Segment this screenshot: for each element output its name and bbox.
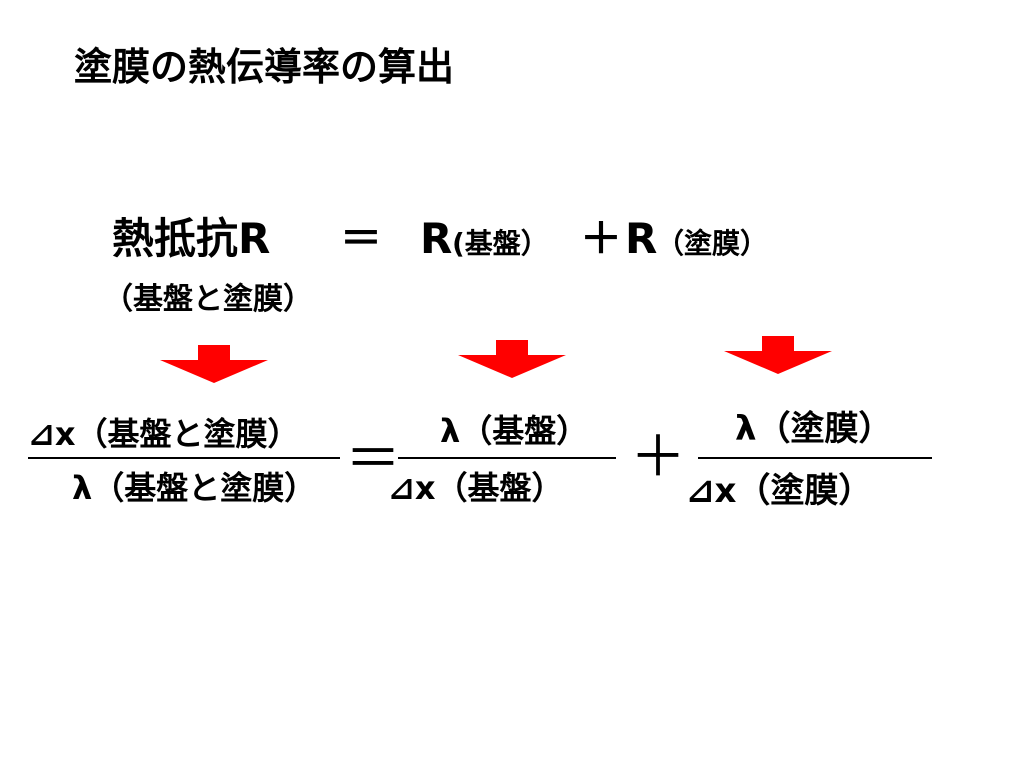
equation-r-substrate-paren: (基盤） [452,227,549,260]
down-arrow-icon [160,345,268,383]
equation-plus: ＋ [580,214,623,263]
equation-r-coating: R [625,214,658,263]
arrow-shape [160,345,268,383]
fraction-equals: ＝ [345,427,401,492]
fraction-right-line [698,457,932,459]
fraction-right-denominator: ⊿x（塗膜） [686,471,873,511]
fraction-plus: ＋ [630,425,686,490]
arrow-shape [724,336,832,374]
arrow-shape [458,340,566,378]
equation-lhs: 熱抵抗R [112,214,271,263]
equation-lhs-sub: （基盤と塗膜） [103,282,313,317]
slide-title: 塗膜の熱伝導率の算出 [74,45,455,89]
fraction-middle-numerator: λ（基盤） [440,412,589,450]
fraction-left-denominator: λ（基盤と塗膜） [72,469,317,507]
equation-equals: ＝ [340,214,383,263]
fraction-middle-denominator: ⊿x（基盤） [388,469,564,507]
down-arrow-icon [458,340,566,378]
fraction-right-numerator: λ（塗膜） [735,409,893,449]
equation-r-coating-paren: （塗膜） [656,227,769,260]
fraction-left-numerator: ⊿x（基盤と塗膜） [28,415,300,453]
fraction-left-line [28,457,340,459]
equation-r-substrate: R [420,214,453,263]
down-arrow-icon [724,336,832,374]
fraction-middle-line [398,457,616,459]
